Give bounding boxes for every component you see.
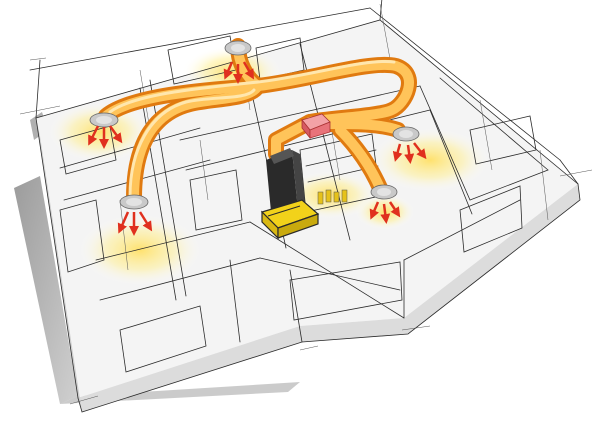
air-handler-unit — [260, 148, 320, 240]
utility-items — [317, 189, 348, 205]
vent-5 — [369, 184, 401, 224]
arrow-icon — [88, 125, 100, 146]
arrow-icon — [242, 61, 254, 80]
vent-3 — [117, 194, 153, 236]
duct-network — [98, 38, 417, 206]
arrow-icon — [108, 125, 123, 144]
arrow-icon — [388, 201, 401, 218]
arrow-icon — [138, 211, 153, 232]
wall-sketch-lines — [29, 0, 581, 413]
vent-1 — [88, 112, 123, 149]
arrow-icon — [223, 61, 234, 80]
vent-4 — [392, 126, 427, 164]
arrow-icon — [413, 142, 427, 160]
distribution-box — [301, 113, 331, 140]
vent-2 — [223, 40, 254, 84]
arrow-icon — [369, 201, 380, 220]
arrow-icon — [117, 211, 130, 234]
arrow-icon — [392, 143, 403, 162]
arrow-icon — [380, 203, 391, 224]
arrow-icon — [404, 144, 415, 164]
